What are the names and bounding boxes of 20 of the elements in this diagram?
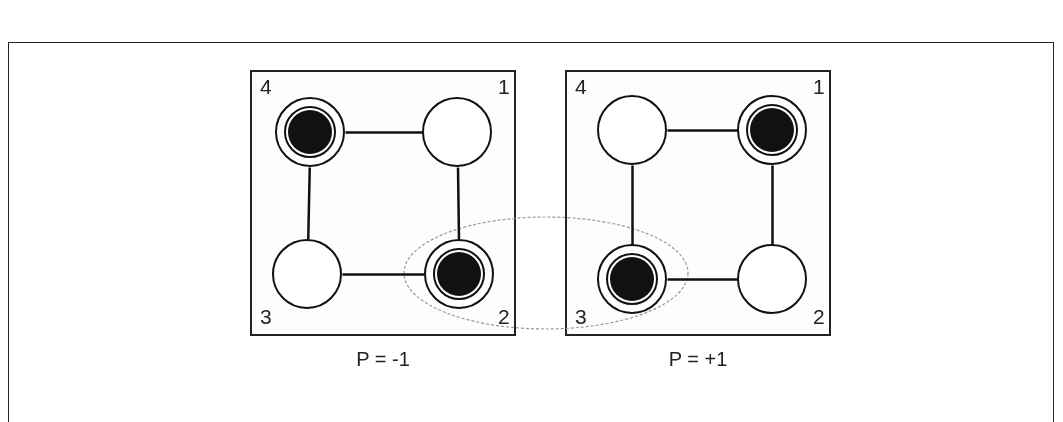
- corner-number: 4: [575, 76, 587, 97]
- connector-line: [667, 278, 738, 281]
- panel-caption: P = -1: [355, 348, 411, 371]
- connector-line: [345, 131, 423, 134]
- connector-line: [771, 165, 774, 245]
- connector-line: [631, 165, 634, 245]
- corner-number: 1: [498, 76, 510, 97]
- corner-number: 1: [813, 76, 825, 97]
- corner-number: 2: [813, 306, 825, 327]
- ringed-dot-circle: [424, 239, 494, 309]
- connector-line: [307, 167, 311, 240]
- corner-number: 3: [575, 306, 587, 327]
- corner-number: 3: [260, 306, 272, 327]
- connector-line: [456, 167, 461, 240]
- connector-line: [667, 129, 738, 132]
- corner-number: 2: [498, 306, 510, 327]
- panel-caption: P = +1: [667, 348, 729, 371]
- connector-line: [342, 273, 425, 276]
- ringed-dot-circle: [597, 244, 667, 314]
- corner-number: 4: [260, 76, 272, 97]
